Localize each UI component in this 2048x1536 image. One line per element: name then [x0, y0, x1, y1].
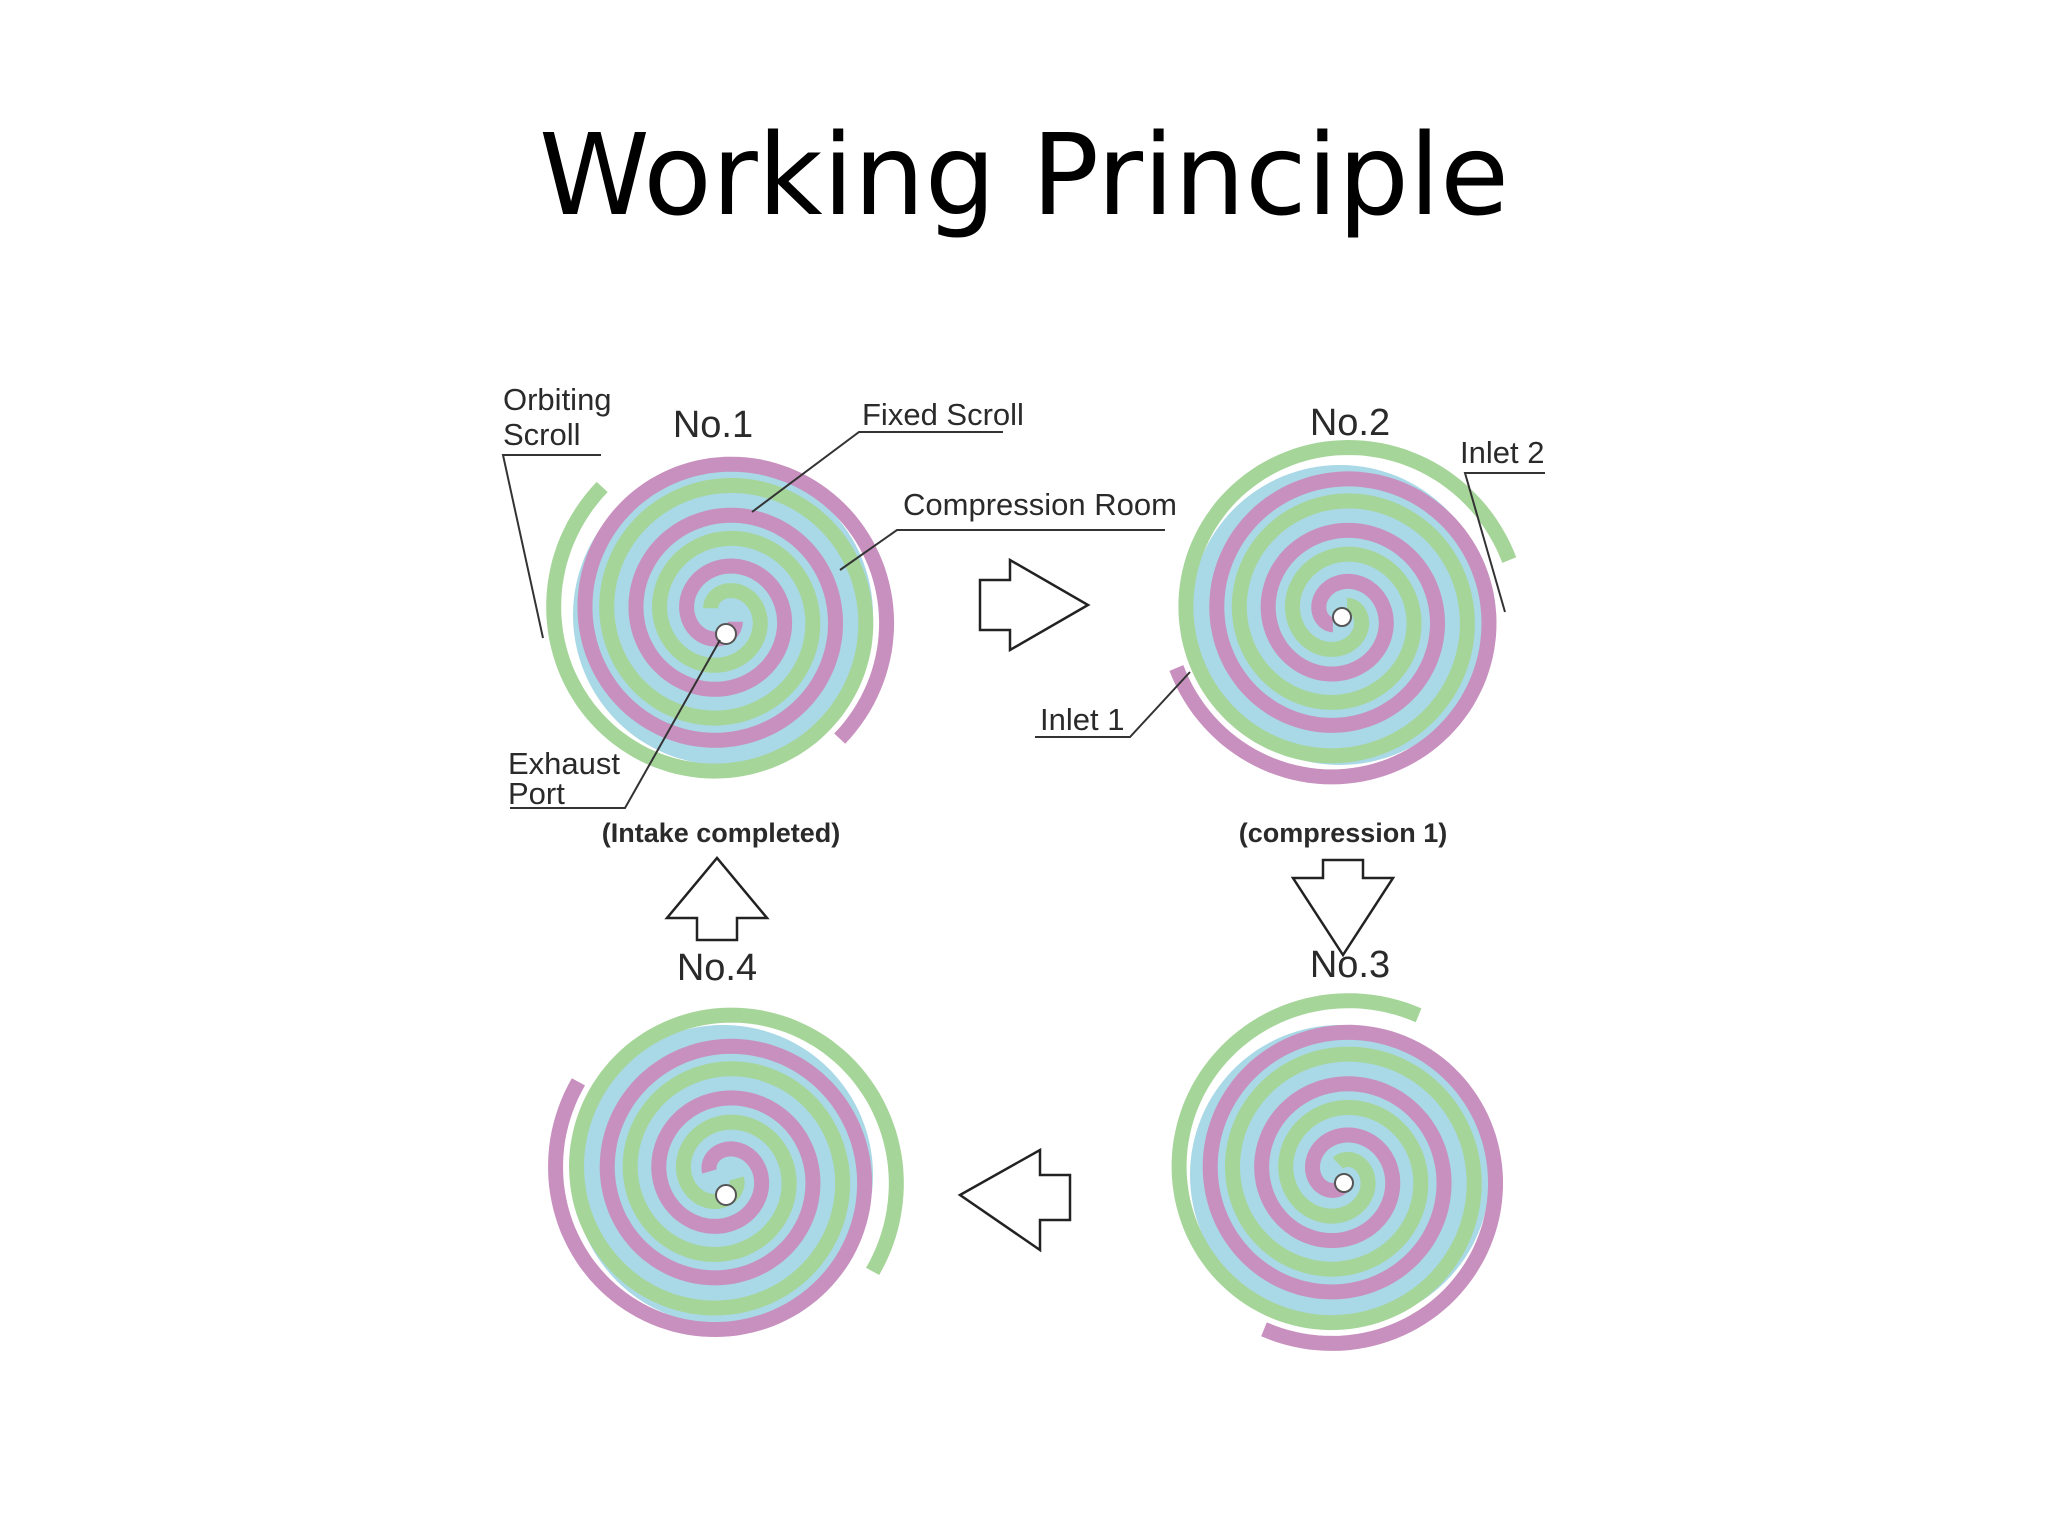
compression-room-label: Compression Room: [903, 487, 1177, 522]
flow-arrow-down: [1290, 858, 1396, 958]
exhaust-port: [1334, 1173, 1354, 1193]
orbiting-scroll-leader: [501, 454, 601, 639]
stage-2-number: No.2: [1310, 402, 1390, 444]
fixed-scroll-spiral: [1178, 439, 1517, 764]
stage-2-caption: (compression 1): [1239, 818, 1448, 848]
fixed-scroll-spiral: [568, 1007, 904, 1316]
stage-1-scroll: [546, 456, 895, 779]
slide-title: Working Principle: [539, 111, 1509, 241]
stage-3-number: No.3: [1310, 944, 1390, 986]
fixed-scroll-label: Fixed Scroll: [862, 397, 1024, 432]
compression-room-leader: [839, 529, 1165, 571]
stage-1-caption: (Intake completed): [602, 818, 841, 848]
exhaust-port: [1332, 607, 1352, 627]
exhaust-port-leader: [510, 639, 721, 809]
flow-arrow-up: [664, 856, 770, 942]
stage-2-scroll: [1169, 439, 1517, 785]
orbiting-scroll-label-line1: Orbiting: [503, 382, 612, 417]
orbiting-scroll-spiral: [548, 1038, 873, 1338]
stage-4-scroll: [548, 1007, 904, 1338]
exhaust-port: [715, 623, 737, 645]
orbiting-scroll-spiral: [1169, 471, 1497, 785]
exhaust-port-label-line1: Exhaust: [508, 746, 620, 781]
orbiting-scroll-label-line2: Scroll: [503, 417, 581, 452]
fixed-scroll-spiral: [1171, 993, 1482, 1331]
fixed-scroll-spiral: [546, 478, 874, 779]
stage-1-number: No.1: [673, 404, 753, 446]
inlet-1-label: Inlet 1: [1040, 702, 1124, 737]
inlet-1-leader: [1035, 671, 1191, 738]
flow-arrow-left: [957, 1147, 1072, 1253]
fixed-scroll-leader: [751, 431, 1003, 513]
exhaust-port: [715, 1184, 737, 1206]
inlet-2-label: Inlet 2: [1460, 435, 1544, 470]
inlet-2-leader: [1463, 472, 1545, 613]
orbiting-scroll-spiral: [577, 456, 895, 748]
flow-arrow-right: [978, 557, 1091, 653]
stage-3-scroll: [1171, 993, 1503, 1351]
exhaust-port-label-line2: Port: [508, 776, 565, 811]
stage-4-number: No.4: [677, 947, 757, 989]
orbiting-scroll-spiral: [1202, 1024, 1503, 1351]
